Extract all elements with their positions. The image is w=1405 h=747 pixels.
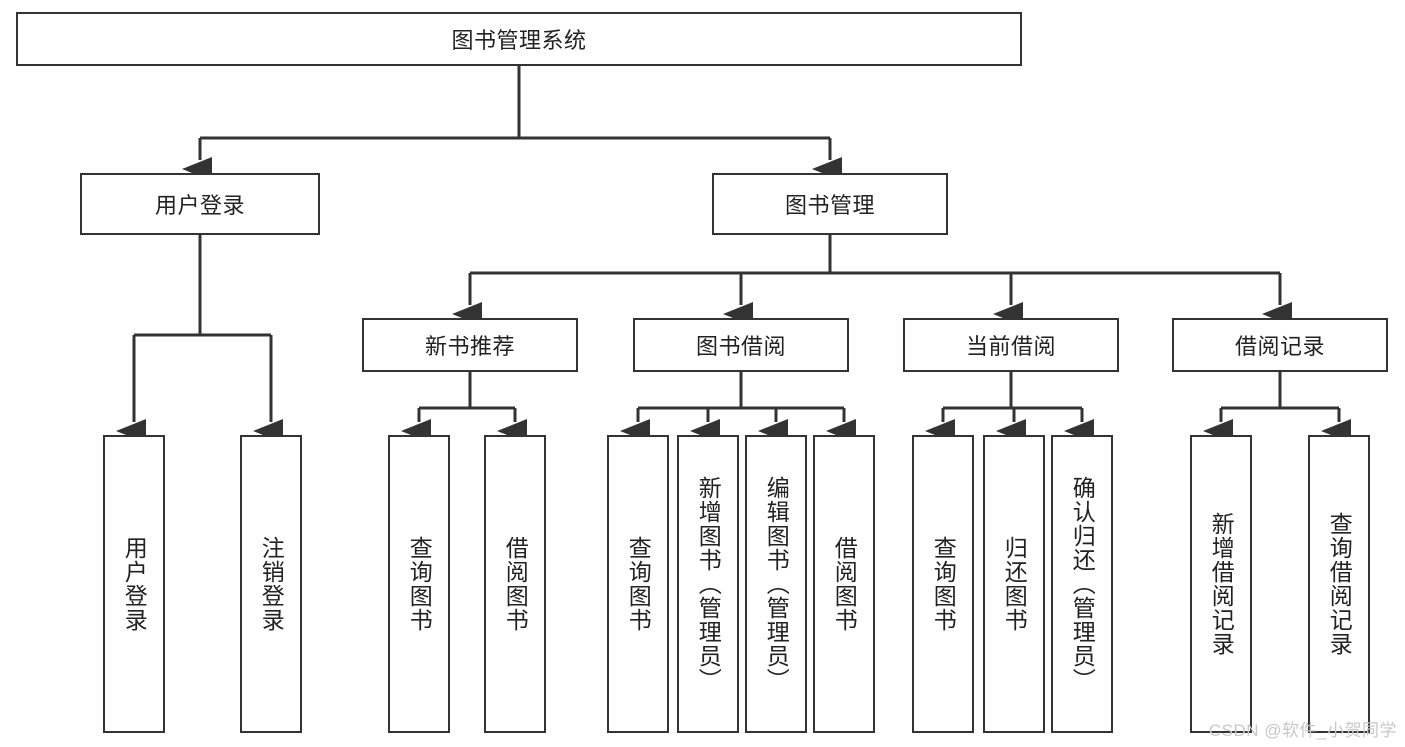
node-leaf-query-record-label: 查询借阅记录 — [1326, 512, 1353, 656]
node-leaf-edit-book-label: 编辑图书（管理员） — [763, 476, 790, 692]
node-current-borrow[interactable]: 当前借阅 — [903, 318, 1119, 372]
node-book-manage[interactable]: 图书管理 — [712, 173, 948, 235]
node-leaf-confirm-return[interactable]: 确认归还（管理员） — [1051, 435, 1113, 733]
node-book-borrow[interactable]: 图书借阅 — [633, 318, 849, 372]
node-leaf-return-book-label: 归还图书 — [1001, 536, 1028, 632]
node-leaf-borrow-book-1[interactable]: 借阅图书 — [484, 435, 546, 733]
node-leaf-borrow-book-1-label: 借阅图书 — [502, 536, 529, 632]
node-current-borrow-label: 当前借阅 — [965, 334, 1056, 359]
node-leaf-query-book-3[interactable]: 查询图书 — [912, 435, 974, 733]
node-borrow-record-label: 借阅记录 — [1234, 334, 1325, 359]
csdn-watermark: CSDN @软件_小贺同学 — [1208, 721, 1397, 740]
node-borrow-record[interactable]: 借阅记录 — [1172, 318, 1388, 372]
node-book-manage-label: 图书管理 — [784, 193, 875, 218]
node-user-login[interactable]: 用户登录 — [80, 173, 320, 235]
node-leaf-add-record[interactable]: 新增借阅记录 — [1190, 435, 1252, 733]
node-leaf-add-book-label: 新增图书（管理员） — [695, 476, 722, 692]
node-leaf-borrow-book-2[interactable]: 借阅图书 — [813, 435, 875, 733]
node-leaf-user-logout[interactable]: 注销登录 — [240, 435, 302, 733]
node-book-borrow-label: 图书借阅 — [695, 334, 786, 359]
node-leaf-query-record[interactable]: 查询借阅记录 — [1308, 435, 1370, 733]
node-leaf-add-book[interactable]: 新增图书（管理员） — [677, 435, 739, 733]
node-leaf-query-book-1[interactable]: 查询图书 — [388, 435, 450, 733]
node-root-label: 图书管理系统 — [451, 28, 587, 53]
node-leaf-edit-book[interactable]: 编辑图书（管理员） — [745, 435, 807, 733]
node-leaf-confirm-return-label: 确认归还（管理员） — [1069, 476, 1096, 692]
node-leaf-user-login-label: 用户登录 — [121, 536, 148, 632]
node-leaf-user-logout-label: 注销登录 — [258, 536, 285, 632]
node-root[interactable]: 图书管理系统 — [16, 12, 1022, 66]
node-new-book-recommend-label: 新书推荐 — [424, 334, 515, 359]
node-leaf-return-book[interactable]: 归还图书 — [983, 435, 1045, 733]
node-leaf-query-book-1-label: 查询图书 — [406, 536, 433, 632]
node-user-login-label: 用户登录 — [154, 193, 245, 218]
node-leaf-query-book-2[interactable]: 查询图书 — [607, 435, 669, 733]
node-leaf-query-book-3-label: 查询图书 — [930, 536, 957, 632]
node-leaf-borrow-book-2-label: 借阅图书 — [831, 536, 858, 632]
node-leaf-query-book-2-label: 查询图书 — [625, 536, 652, 632]
node-leaf-user-login[interactable]: 用户登录 — [103, 435, 165, 733]
node-new-book-recommend[interactable]: 新书推荐 — [362, 318, 578, 372]
node-leaf-add-record-label: 新增借阅记录 — [1208, 512, 1235, 656]
